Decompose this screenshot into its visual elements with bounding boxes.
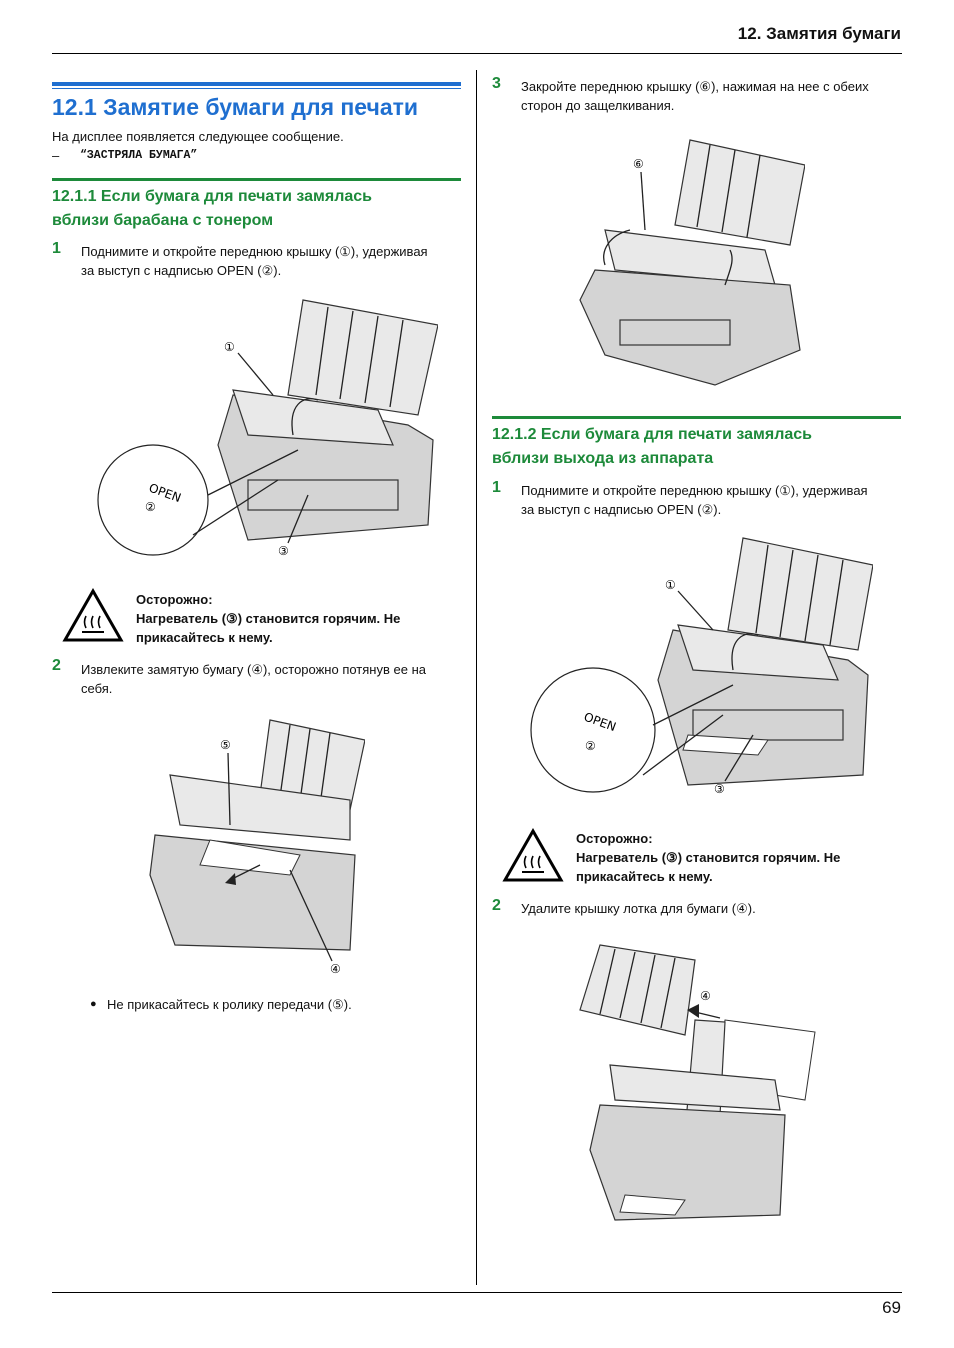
caution-text: прикасайтесь к нему. <box>576 869 713 884</box>
step-text: Поднимите и откройте переднюю крышку (①)… <box>521 483 868 498</box>
callout-1: ① <box>665 578 676 592</box>
remove-paper-figure: ⑤ ④ <box>149 719 365 976</box>
bullet: ● <box>90 998 97 1010</box>
step-number: 1 <box>492 479 501 496</box>
section-title: 12.1 Замятие бумаги для печати <box>52 94 419 120</box>
caution-hot-icon <box>62 588 124 642</box>
subsection-bar <box>52 178 461 181</box>
callout-2: ② <box>585 739 596 753</box>
subsection-title-line2: вблизи барабана с тонером <box>52 212 274 229</box>
step-text: за выступ с надписью OPEN (②). <box>81 263 282 278</box>
caution-title: Осторожно: <box>576 831 653 846</box>
callout-3: ③ <box>714 782 725 796</box>
footer-rule <box>52 1292 902 1293</box>
column-divider <box>476 70 477 1285</box>
callout-4: ④ <box>330 962 341 976</box>
fax-open-cover-figure: OPEN ① ② ③ <box>97 299 438 558</box>
caution-text: Нагреватель (③) становится горячим. Не <box>136 611 401 626</box>
intro-text: На дисплее появляется следующее сообщени… <box>52 129 344 144</box>
remove-tray-cover-figure: ④ <box>579 944 816 1221</box>
step-text: себя. <box>81 681 113 696</box>
step-text: Поднимите и откройте переднюю крышку (①)… <box>81 244 428 259</box>
step-text: Закройте переднюю крышку (⑥), нажимая на… <box>521 79 869 94</box>
callout-5: ⑤ <box>220 738 231 752</box>
step-text: за выступ с надписью OPEN (②). <box>521 502 722 517</box>
close-cover-figure: ⑥ <box>579 139 805 386</box>
subsection-bar <box>492 416 901 419</box>
callout-1: ① <box>224 340 235 354</box>
subsection-title-line1: 12.1.2 Если бумага для печати замялась <box>492 426 813 443</box>
step-number: 2 <box>52 657 61 674</box>
section-bar-thin <box>52 88 461 89</box>
caution-title: Осторожно: <box>136 592 213 607</box>
header-rule <box>52 53 902 54</box>
step-number: 1 <box>52 240 61 257</box>
caution-text: прикасайтесь к нему. <box>136 630 273 645</box>
step-number: 2 <box>492 897 501 914</box>
callout-3: ③ <box>278 544 289 558</box>
message-dash: – <box>52 148 60 163</box>
subsection-title-line2: вблизи выхода из аппарата <box>492 450 714 467</box>
running-header: 12. Замятия бумаги <box>737 24 901 43</box>
subsection-title-line1: 12.1.1 Если бумага для печати замялась <box>52 188 373 205</box>
page-number: 69 <box>882 1298 901 1317</box>
caution-text: Нагреватель (③) становится горячим. Не <box>576 850 841 865</box>
step-text: Извлеките замятую бумагу (④), осторожно … <box>81 662 426 677</box>
callout-4: ④ <box>700 989 711 1003</box>
display-message: “ЗАСТРЯЛА БУМАГА” <box>80 149 198 162</box>
fax-open-cover-exit-figure: OPEN ① ② ③ <box>530 537 873 796</box>
section-bar <box>52 82 461 86</box>
callout-6: ⑥ <box>633 157 644 171</box>
caution-hot-icon <box>502 828 564 882</box>
step-text: Удалите крышку лотка для бумаги (④). <box>521 901 756 916</box>
step-number: 3 <box>492 75 501 92</box>
step-text: сторон до защелкивания. <box>521 98 675 113</box>
note-text: Не прикасайтесь к ролику передачи (⑤). <box>107 997 352 1012</box>
callout-2: ② <box>145 500 156 514</box>
